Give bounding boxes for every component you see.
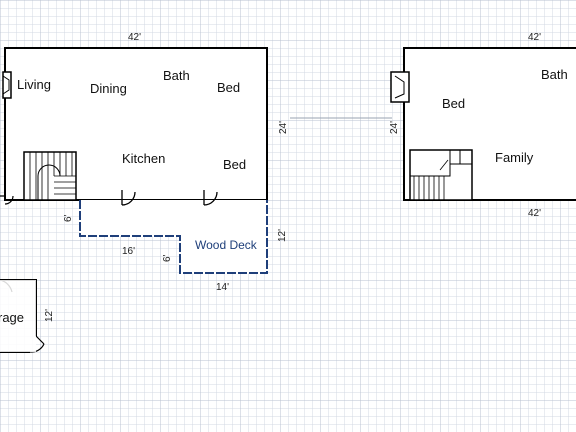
dim-deck-right: 12' xyxy=(277,229,288,242)
room-bath: Bath xyxy=(541,67,568,82)
room-kitchen: Kitchen xyxy=(122,151,165,166)
room-bed-top: Bed xyxy=(217,80,240,95)
dim-right-top: 42' xyxy=(528,32,541,43)
dim-deck-step: 6' xyxy=(162,254,173,262)
room-living: Living xyxy=(17,77,51,92)
room-bed: Bed xyxy=(442,96,465,111)
dim-left-top: 42' xyxy=(128,32,141,43)
deck-door-icon xyxy=(121,190,218,206)
dim-deck-bottom-a: 16' xyxy=(122,246,135,257)
dim-garage: 12' xyxy=(44,309,55,322)
dim-left-right: 24' xyxy=(278,121,289,134)
wood-deck-label: Wood Deck xyxy=(195,238,258,252)
dim-right-left: 24' xyxy=(389,121,400,134)
fireplace-icon xyxy=(390,71,410,103)
room-bath: Bath xyxy=(163,68,190,83)
floor-left: Living Dining Bath Bed Kitchen Bed Wood … xyxy=(0,32,289,293)
floor-right: Bath Bed Family 42' 24' 42' xyxy=(389,32,576,219)
staircase-icon xyxy=(23,151,77,201)
room-bed-bottom: Bed xyxy=(223,157,246,172)
dim-right-bottom: 42' xyxy=(528,208,541,219)
garage: rage 12' xyxy=(0,279,55,353)
staircase-icon xyxy=(409,149,473,201)
fireplace-icon xyxy=(2,71,12,99)
dim-deck-left: 6' xyxy=(63,214,74,222)
door-icon xyxy=(0,195,14,205)
room-family: Family xyxy=(495,150,534,165)
room-dining: Dining xyxy=(90,81,127,96)
dim-deck-bottom-b: 14' xyxy=(216,282,229,293)
garage-label: rage xyxy=(0,310,24,325)
wood-deck-outline xyxy=(79,200,268,274)
